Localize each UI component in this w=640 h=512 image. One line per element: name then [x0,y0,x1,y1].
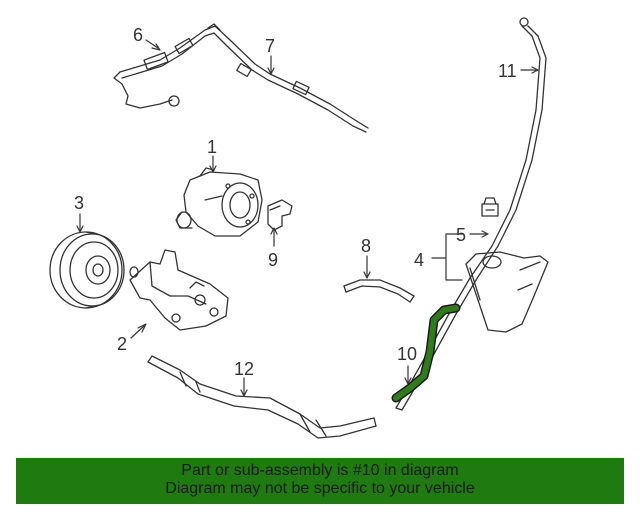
callout-3: 3 [74,193,84,213]
part-2-bracket[interactable] [129,249,229,331]
part-5-cap[interactable] [481,197,499,217]
callout-4: 4 [414,250,424,270]
banner-line-part: Part or sub-assembly is #10 in diagram [181,462,459,479]
part-1-pump[interactable] [175,167,263,237]
parts-diagram: 1 2 3 4 5 6 7 8 9 10 11 12 [49,17,549,439]
part-3-pulley[interactable] [49,231,125,309]
callout-10: 10 [397,344,417,364]
info-banner: Part or sub-assembly is #10 in diagram D… [16,458,624,504]
callout-5: 5 [456,225,466,245]
part-9-fitting[interactable] [267,199,293,231]
callout-1: 1 [207,137,217,157]
callout-11: 11 [498,61,517,81]
part-8-hose[interactable] [343,279,415,303]
callout-2: 2 [117,334,127,354]
part-4-reservoir[interactable] [465,251,549,333]
part-12-cooler-line[interactable] [147,355,377,439]
leader-lines [76,39,539,397]
callout-labels: 1 2 3 4 5 6 7 8 9 10 11 12 [74,25,517,379]
part-10-hose-highlighted[interactable] [391,303,461,403]
banner-line-disclaimer: Diagram may not be specific to your vehi… [165,480,475,497]
callout-8: 8 [361,236,371,256]
part-6-7-pressure-line[interactable] [113,23,369,133]
callout-7: 7 [265,36,275,56]
callout-12: 12 [234,359,254,379]
callout-9: 9 [268,250,278,270]
callout-6: 6 [133,25,143,45]
part-11-return-line[interactable] [395,17,547,411]
